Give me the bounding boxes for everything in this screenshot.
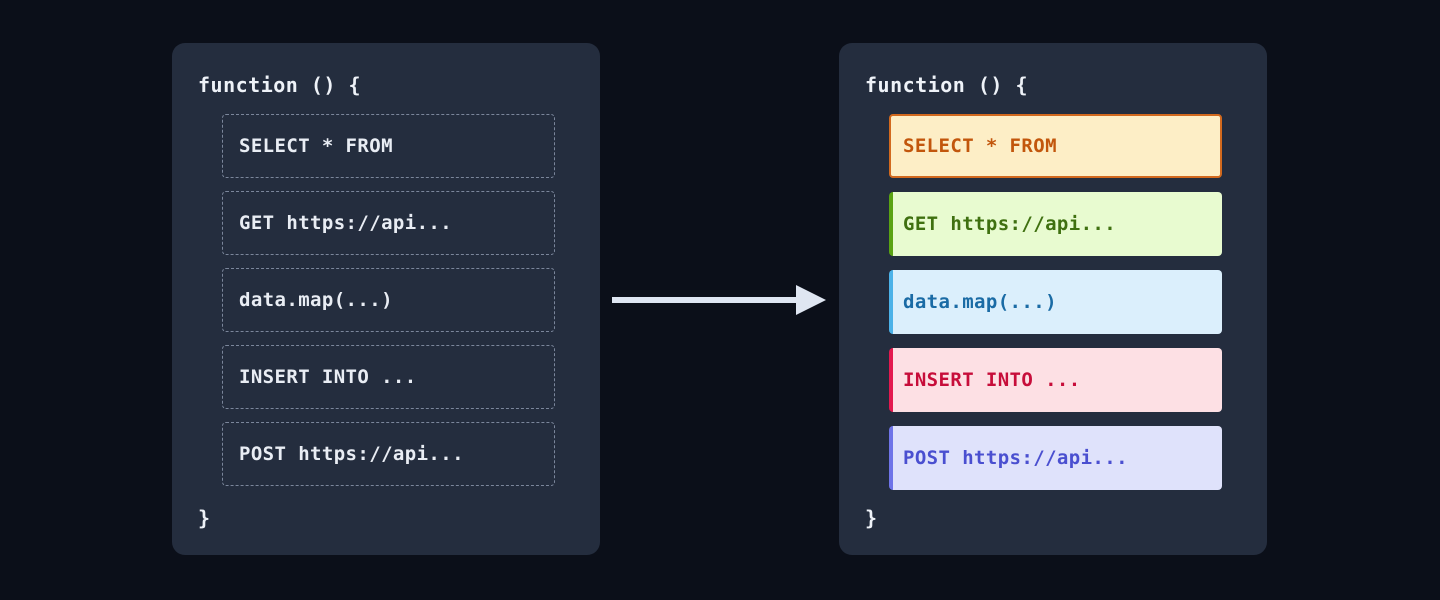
code-statement-list-right: SELECT * FROM GET https://api... data.map(… [889,114,1267,504]
code-statement-label: POST https://api... [903,447,1128,469]
code-statement-label: SELECT * FROM [903,135,1057,157]
code-statement-highlighted-sql-select[interactable]: SELECT * FROM [889,114,1222,178]
code-statement-highlighted-sql-insert[interactable]: INSERT INTO ... [889,348,1222,412]
code-statement-plain[interactable]: INSERT INTO ... [222,345,555,409]
function-signature-open-right: function () { [865,73,1029,97]
code-statement-highlighted-http-post[interactable]: POST https://api... [889,426,1222,490]
code-statement-label: data.map(...) [239,289,393,311]
code-statement-list-left: SELECT * FROM GET https://api... data.map(… [222,114,600,499]
code-statement-label: GET https://api... [903,213,1117,235]
code-statement-plain[interactable]: POST https://api... [222,422,555,486]
code-statement-label: data.map(...) [903,291,1057,313]
arrow-right-icon [612,285,826,315]
code-statement-highlighted-http-get[interactable]: GET https://api... [889,192,1222,256]
function-signature-open-left: function () { [198,73,362,97]
code-statement-plain[interactable]: GET https://api... [222,191,555,255]
code-statement-label: SELECT * FROM [239,135,393,157]
code-statement-label: GET https://api... [239,212,453,234]
function-signature-close-left: } [198,506,211,530]
transform-arrow [610,283,832,317]
code-statement-label: INSERT INTO ... [903,369,1081,391]
function-signature-close-right: } [865,506,878,530]
unhighlighted-code-panel: function () { SELECT * FROM GET https://a… [172,43,600,555]
code-statement-label: POST https://api... [239,443,464,465]
code-statement-label: INSERT INTO ... [239,366,417,388]
code-statement-highlighted-js-map[interactable]: data.map(...) [889,270,1222,334]
code-statement-plain[interactable]: data.map(...) [222,268,555,332]
code-statement-plain[interactable]: SELECT * FROM [222,114,555,178]
highlighted-code-panel: function () { SELECT * FROM GET https://a… [839,43,1267,555]
